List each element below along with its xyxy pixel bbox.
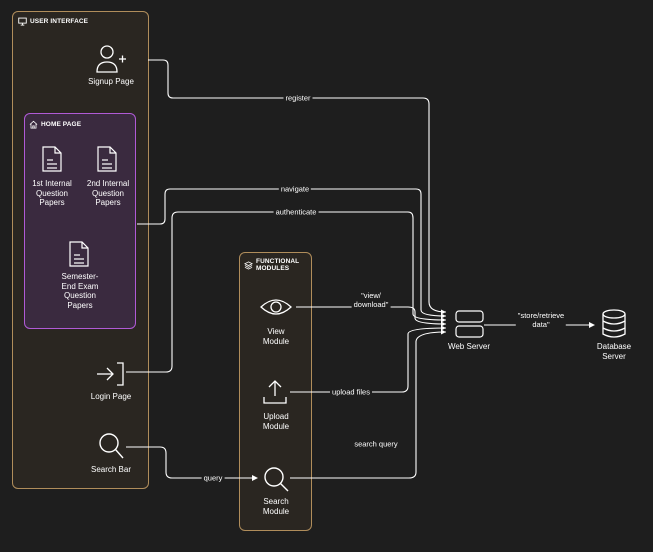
search-query-edge-label: search query [352,439,400,449]
edge-navigate [137,188,447,317]
search-bar-label: Search Bar [90,465,132,474]
second-internal-papers-label: 2nd Internal Question Papers [86,179,130,207]
user-plus-icon [96,45,126,73]
edge-search-query [290,331,447,479]
edge-register [148,59,447,313]
query-edge-label: query [201,473,225,483]
home-page-label: HOME PAGE [29,120,81,129]
document-icon [97,146,117,172]
document-icon [42,146,62,172]
view-module-label: View Module [262,327,290,346]
magnifier-icon [99,433,124,459]
web-server-arrowheads [441,309,446,335]
eye-icon [260,299,292,315]
functional-modules-title: FUNCTIONAL MODULES [256,258,300,272]
view-download-edge-label: "view/ download" [351,291,391,309]
server-icon [455,310,484,338]
register-edge-label: register [283,93,313,103]
layers-icon [244,260,253,270]
home-page-title: HOME PAGE [41,121,82,128]
home-icon [29,120,38,129]
search-module-label: Search Module [262,497,290,516]
magnifier-icon [264,467,289,492]
database-icon [602,309,626,338]
semester-end-papers-label: Semester- End Exam Question Papers [61,272,99,310]
login-arrow-icon [97,362,124,386]
navigate-edge-label: navigate [278,184,312,194]
upload-module-label: Upload Module [262,412,290,431]
edge-view-download [296,306,447,325]
user-interface-label: USER INTERFACE [18,17,88,26]
authenticate-edge-label: authenticate [273,207,319,217]
edge-query [126,446,258,481]
monitor-icon [18,17,27,26]
edge-authenticate [126,211,447,373]
edge-upload-files [290,327,447,393]
user-interface-title: USER INTERFACE [30,18,89,25]
upload-files-edge-label: upload files [330,387,372,397]
first-internal-papers-label: 1st Internal Question Papers [32,179,72,207]
database-server-label: Database Server [596,342,632,361]
upload-icon [263,380,287,404]
signup-page-label: Signup Page [88,77,134,86]
functional-modules-label: FUNCTIONAL MODULES [244,258,299,272]
login-page-label: Login Page [90,392,132,401]
document-icon [69,241,89,267]
web-server-label: Web Server [447,342,491,351]
store-retrieve-edge-label: "store/retrieve data" [515,311,567,329]
